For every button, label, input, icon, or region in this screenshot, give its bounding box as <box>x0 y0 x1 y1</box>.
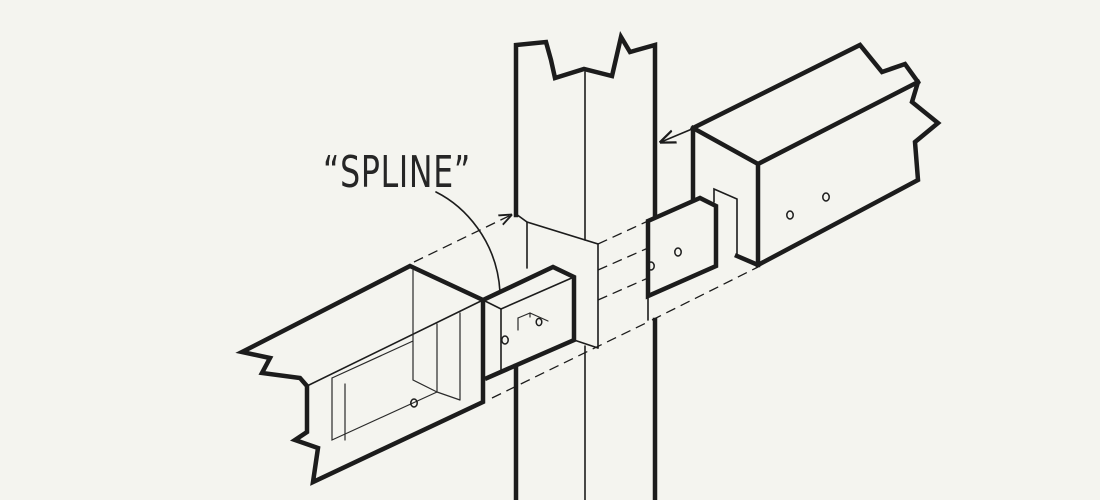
post-slot-bottom <box>573 339 599 349</box>
peg-hole <box>786 210 794 220</box>
left-beam <box>235 263 486 486</box>
assembly-arrow-left <box>413 215 511 263</box>
right-beam-slot <box>713 187 738 257</box>
left-beam-hidden-mortise <box>331 269 461 441</box>
construction-lines <box>413 128 759 399</box>
peg-hole <box>501 335 509 345</box>
post-slot-outline <box>515 213 599 349</box>
construction-line <box>651 266 759 321</box>
peg-hole <box>410 398 418 408</box>
spline-callout: “SPLINE” <box>323 147 501 293</box>
right-beam-top-edges <box>689 78 922 167</box>
peg-hole <box>822 192 830 202</box>
right-beam-outline <box>690 42 942 268</box>
peg-hole <box>674 247 682 257</box>
tenon-block <box>645 195 719 321</box>
construction-line <box>597 247 649 271</box>
post <box>513 31 658 500</box>
spline <box>480 264 577 381</box>
right-beam <box>689 42 942 268</box>
construction-line <box>597 277 649 301</box>
construction-line <box>597 220 649 245</box>
leader-line <box>435 191 501 293</box>
peg-hole <box>535 317 543 327</box>
left-beam-top-edge <box>306 299 484 387</box>
peg-hole <box>647 261 655 271</box>
tenon-block-outline <box>645 195 719 300</box>
spline-label: “SPLINE” <box>323 147 471 198</box>
construction-line <box>491 321 649 399</box>
assembly-arrow-right <box>661 128 693 142</box>
left-beam-outline <box>235 263 486 486</box>
post-outline-top <box>513 31 658 219</box>
spline-hidden-peg <box>517 312 549 331</box>
